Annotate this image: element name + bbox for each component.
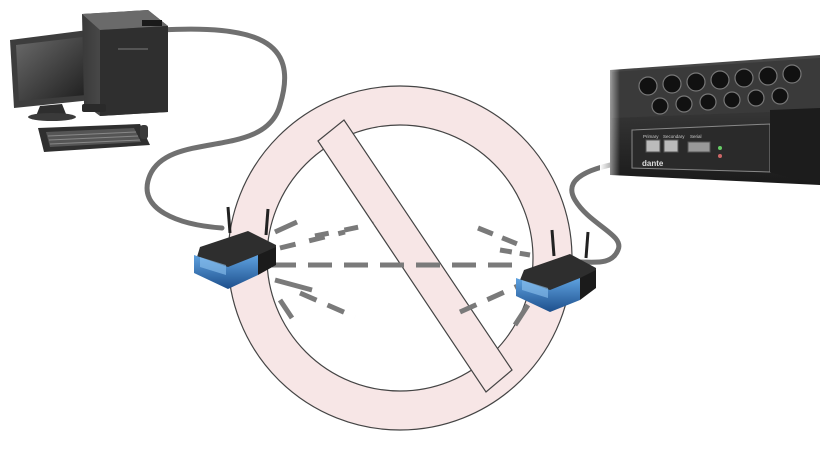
prohibition-sign-icon <box>227 85 573 431</box>
wireless-router-icon <box>194 206 276 289</box>
wireless-signal-dashes <box>272 219 531 327</box>
network-cables <box>144 26 643 265</box>
desktop-computer-icon <box>10 10 168 152</box>
wireless-router-icon <box>516 229 596 312</box>
keyboard-icon <box>38 124 150 152</box>
computer-to-router-cable <box>144 26 288 231</box>
router-to-device-cable <box>569 157 643 265</box>
port-label-serial: Serial <box>690 134 702 139</box>
audio-rack-unit-icon: Primary Secondary Serial dante <box>600 55 820 190</box>
